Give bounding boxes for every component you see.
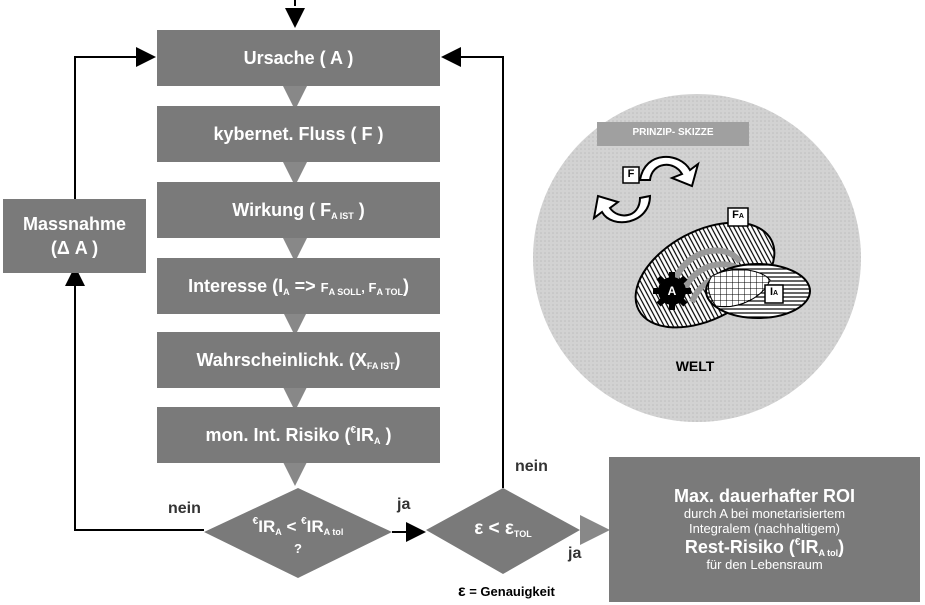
decision-risk-text: €IRA < €IRA tol ? bbox=[214, 512, 382, 556]
step-ursache-label: Ursache ( A ) bbox=[243, 47, 354, 68]
step-wahrscheinlichkeit-label: Wahrscheinlichk. (XFA IST) bbox=[196, 349, 401, 371]
step-interesse-label: Interesse (IA => FA SOLL, FA TOL) bbox=[188, 275, 409, 297]
step-risiko-label: mon. Int. Risiko (€IRA ) bbox=[205, 424, 392, 446]
result-title: Max. dauerhafter ROI bbox=[673, 486, 856, 507]
tag-ia-text: IA bbox=[769, 286, 779, 298]
world-label: WELT bbox=[675, 358, 715, 374]
step-interesse: Interesse (IA => FA SOLL, FA TOL) bbox=[157, 258, 440, 314]
nein-loop-left bbox=[65, 266, 204, 531]
sketch-banner bbox=[597, 122, 749, 146]
tag-f-text: F bbox=[627, 168, 635, 180]
step-fluss-label: kybernet. Fluss ( F ) bbox=[213, 123, 384, 144]
gear-label: A bbox=[667, 284, 677, 298]
decision-diamond-risk bbox=[204, 488, 392, 578]
nein-loop-right bbox=[441, 47, 504, 488]
tag-fa-text: FA bbox=[732, 209, 744, 221]
result-line5: für den Lebensraum bbox=[706, 556, 823, 572]
massnahme-line2: (Δ A ) bbox=[50, 238, 99, 258]
tag-ia-box bbox=[764, 284, 784, 304]
tag-fa-box bbox=[727, 207, 749, 227]
overlap-region bbox=[708, 269, 771, 308]
label-ja-middle: ja bbox=[397, 496, 411, 513]
result-line2: durch A bei monetarisiertem bbox=[683, 505, 846, 521]
decision-risk-question: ? bbox=[294, 541, 302, 556]
massnahme-line1: Massnahme bbox=[22, 214, 127, 234]
sketch-banner-text: PRINZIP- SKIZZE bbox=[632, 127, 714, 138]
step-ursache: Ursache ( A ) bbox=[157, 30, 440, 86]
cycle-arrow-icon-2 bbox=[592, 194, 652, 224]
cycle-arrow-icon bbox=[638, 156, 700, 188]
epsilon-note: ε = Genauigkeit bbox=[458, 583, 555, 600]
step-wirkung: Wirkung ( FA IST ) bbox=[157, 182, 440, 238]
label-nein-right: nein bbox=[515, 458, 548, 475]
massnahme-to-ursache bbox=[74, 47, 156, 199]
decision-diamond-accuracy bbox=[426, 488, 580, 574]
result-box: Max. dauerhafter ROI durch A bei monetar… bbox=[609, 457, 920, 602]
result-rest-risiko: Rest-Risiko (€IRA tol) bbox=[684, 536, 845, 558]
label-ja-right: ja bbox=[568, 545, 582, 562]
result-line3: Integralem (nachhaltigem) bbox=[688, 520, 841, 536]
massnahme-box: Massnahme (Δ A ) bbox=[3, 199, 146, 273]
step-wirkung-label: Wirkung ( FA IST ) bbox=[232, 199, 365, 221]
step-mon-int-risiko: mon. Int. Risiko (€IRA ) bbox=[157, 407, 440, 463]
step-kybernet-fluss: kybernet. Fluss ( F ) bbox=[157, 106, 440, 162]
step-wahrscheinlichkeit: Wahrscheinlichk. (XFA IST) bbox=[157, 332, 440, 388]
tag-f-box bbox=[622, 166, 640, 184]
label-nein-left: nein bbox=[168, 500, 201, 517]
decision-accuracy-text: ε < εTOL bbox=[474, 518, 532, 539]
